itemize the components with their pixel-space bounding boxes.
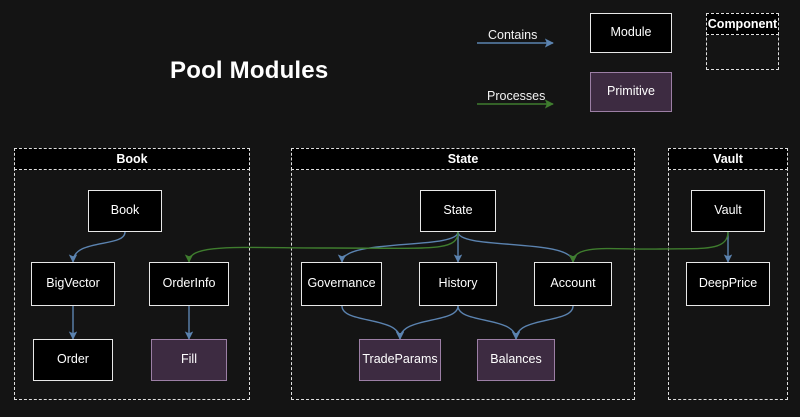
node-vault-label: Vault bbox=[714, 203, 742, 218]
node-governance[interactable]: Governance bbox=[301, 262, 382, 306]
node-account-label: Account bbox=[550, 276, 596, 291]
node-balances-label: Balances bbox=[490, 352, 542, 367]
node-vault[interactable]: Vault bbox=[691, 190, 765, 232]
node-balances[interactable]: Balances bbox=[477, 339, 555, 381]
node-orderinfo-label: OrderInfo bbox=[162, 276, 216, 291]
legend-module-box: Module bbox=[590, 13, 672, 53]
node-tradeparams[interactable]: TradeParams bbox=[359, 339, 441, 381]
legend-processes-label: Processes bbox=[487, 89, 546, 103]
node-book[interactable]: Book bbox=[88, 190, 162, 232]
legend-module-label: Module bbox=[610, 25, 652, 40]
node-orderinfo[interactable]: OrderInfo bbox=[149, 262, 229, 306]
node-deepprice[interactable]: DeepPrice bbox=[686, 262, 770, 306]
node-state[interactable]: State bbox=[420, 190, 496, 232]
component-vault-label: Vault bbox=[713, 152, 743, 166]
node-book-label: Book bbox=[110, 203, 140, 218]
node-bigvector-label: BigVector bbox=[46, 276, 100, 291]
node-fill-label: Fill bbox=[181, 352, 197, 367]
component-book-header: Book bbox=[14, 148, 250, 170]
legend-primitive-box: Primitive bbox=[590, 72, 672, 112]
legend-component-label: Component bbox=[707, 17, 778, 31]
node-bigvector[interactable]: BigVector bbox=[31, 262, 115, 306]
legend-contains-label: Contains bbox=[488, 28, 538, 42]
node-fill[interactable]: Fill bbox=[151, 339, 227, 381]
node-deepprice-label: DeepPrice bbox=[698, 276, 758, 291]
component-book-label: Book bbox=[116, 152, 148, 166]
legend-component-header: Component bbox=[706, 13, 779, 35]
node-order-label: Order bbox=[57, 352, 89, 367]
node-state-label: State bbox=[443, 203, 473, 218]
node-governance-label: Governance bbox=[307, 276, 376, 291]
node-history-label: History bbox=[438, 276, 478, 291]
node-account[interactable]: Account bbox=[534, 262, 612, 306]
node-history[interactable]: History bbox=[419, 262, 497, 306]
legend-primitive-label: Primitive bbox=[607, 84, 655, 99]
node-order[interactable]: Order bbox=[33, 339, 113, 381]
node-tradeparams-label: TradeParams bbox=[362, 352, 438, 367]
component-state-label: State bbox=[447, 152, 479, 166]
component-vault-header: Vault bbox=[668, 148, 788, 170]
component-state-header: State bbox=[291, 148, 635, 170]
page-title: Pool Modules bbox=[170, 57, 329, 84]
